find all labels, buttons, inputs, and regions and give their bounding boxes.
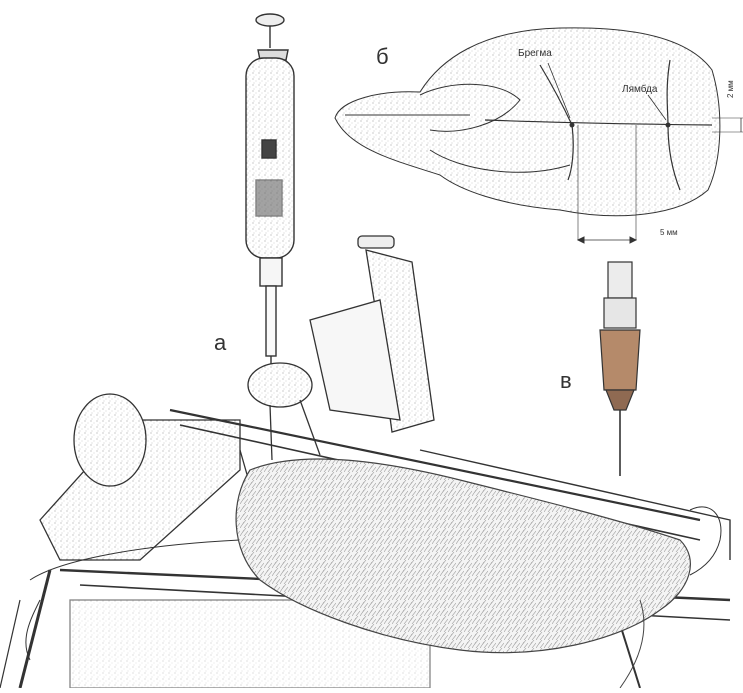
pipette-display: [262, 140, 276, 158]
needle-hub: [600, 330, 640, 390]
panel-label-a: а: [214, 330, 226, 356]
frame-rail-front: [20, 570, 50, 688]
manipulator-head: [248, 363, 312, 407]
skull-drawing: [335, 28, 743, 243]
marker-lambda: [666, 123, 670, 127]
frame-wheel: [74, 394, 146, 486]
frame-knob-top: [358, 236, 394, 248]
marker-bregma: [570, 123, 574, 127]
lambda-label: Лямбда: [622, 84, 657, 95]
pipette-tip-shaft: [266, 286, 276, 356]
bregma-label: Брегма: [518, 48, 552, 59]
panel-label-c: в: [560, 368, 572, 394]
pipette: [246, 14, 294, 370]
needle: [600, 262, 640, 476]
pipette-plunger-cap: [256, 14, 284, 26]
panel-label-b: б: [376, 44, 389, 70]
dim-label-vertical: 2 мм: [726, 80, 735, 98]
dim-label-horizontal: 5 мм: [660, 228, 678, 237]
